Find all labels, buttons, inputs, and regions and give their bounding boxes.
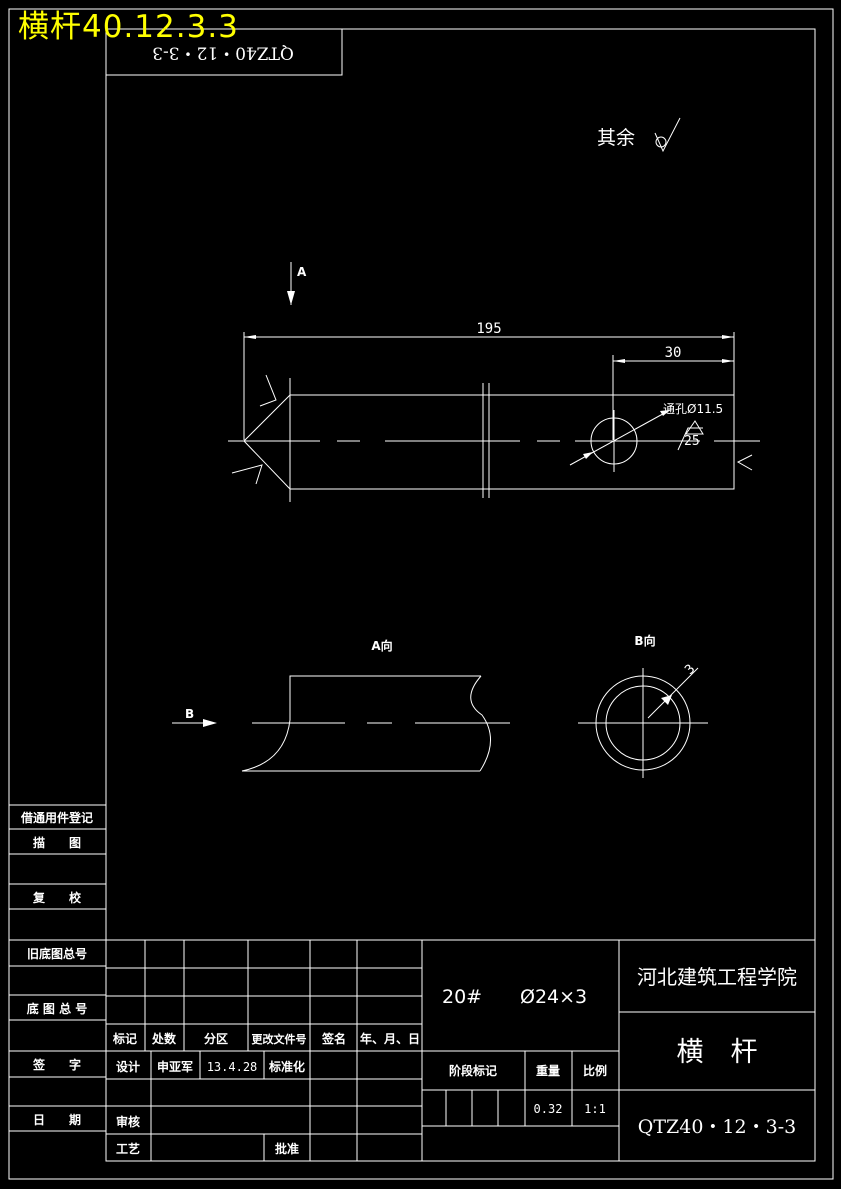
base-no-label: 底 图 总 号 — [27, 1001, 88, 1016]
dimension-arrows — [244, 335, 734, 459]
process-label: 工艺 — [116, 1141, 140, 1156]
centerline — [228, 410, 760, 472]
left-register-labels: 借通用件登记 描 图 复 校 旧底图总号 底 图 总 号 签 字 日 期 — [20, 810, 93, 1127]
scale-label: 比例 — [583, 1063, 607, 1078]
svg-text:195: 195 — [476, 321, 501, 337]
material-spec: Ø24×3 — [520, 986, 587, 1008]
old-base-no-label: 旧底图总号 — [27, 946, 87, 961]
svg-text:B: B — [185, 707, 194, 721]
review-label: 审核 — [116, 1114, 140, 1129]
borrow-register-label: 借通用件登记 — [20, 810, 93, 825]
scale-value: 1:1 — [584, 1102, 606, 1116]
title-block-texts: 20# Ø24×3 河北建筑工程学院 横 杆 QTZ40・12・3-3 标记 处… — [112, 965, 797, 1156]
svg-text:30: 30 — [665, 345, 682, 361]
svg-text:通孔Ø11.5: 通孔Ø11.5 — [663, 402, 723, 416]
revision-header: 分区 — [204, 1031, 228, 1046]
title-block-grid — [106, 939, 815, 1161]
design-date: 13.4.28 — [207, 1060, 258, 1074]
dimension-labels: 195 30 通孔Ø11.5 25 — [476, 321, 723, 449]
stage-mark-label: 阶段标记 — [449, 1063, 497, 1078]
approve-label: 批准 — [275, 1141, 299, 1156]
view-a-arrow: A — [287, 262, 307, 305]
institution-name: 河北建筑工程学院 — [637, 965, 797, 989]
svg-text:A: A — [297, 265, 307, 279]
trace-label: 描 图 — [33, 835, 81, 850]
svg-text:B向: B向 — [634, 633, 655, 648]
drawing-frame — [8, 8, 834, 1180]
date-label: 日 期 — [33, 1112, 81, 1127]
signature-label: 签 字 — [32, 1057, 81, 1072]
overlay-title: 横杆40.12.3.3 — [18, 9, 239, 45]
a-view: A向 B — [172, 638, 510, 772]
design-label: 设计 — [116, 1059, 140, 1074]
revision-header: 处数 — [151, 1031, 177, 1046]
revision-header: 更改文件号 — [252, 1032, 307, 1046]
roughness-note: 其余 — [597, 117, 681, 153]
material: 20# — [442, 986, 482, 1008]
svg-text:其余: 其余 — [597, 127, 635, 149]
weight-label: 重量 — [536, 1063, 560, 1078]
mirrored-drawing-code: QTZ40・12・3-3 — [152, 43, 294, 63]
revision-header: 年、月、日 — [360, 1031, 420, 1046]
designer-name: 申亚军 — [157, 1059, 193, 1074]
check-label: 复 校 — [32, 890, 82, 905]
left-register-grid — [9, 828, 106, 1132]
standardization-label: 标准化 — [268, 1059, 305, 1074]
revision-header: 标记 — [112, 1031, 137, 1046]
svg-text:QTZ40・12・3-3: QTZ40・12・3-3 — [152, 43, 294, 63]
svg-text:25: 25 — [684, 434, 700, 449]
roughness-symbol-icon — [654, 117, 681, 153]
revision-headers: 标记 处数 分区 更改文件号 签名 年、月、日 — [112, 1031, 420, 1046]
drawing-number: QTZ40・12・3-3 — [638, 1116, 796, 1138]
b-view: B向 3 — [578, 633, 708, 778]
surface-finish-marks — [231, 374, 753, 485]
revision-header: 签名 — [321, 1031, 346, 1046]
main-part-view — [243, 332, 735, 502]
svg-text:A向: A向 — [371, 638, 392, 653]
part-name: 横 杆 — [677, 1037, 758, 1068]
weight-value: 0.32 — [534, 1102, 563, 1116]
